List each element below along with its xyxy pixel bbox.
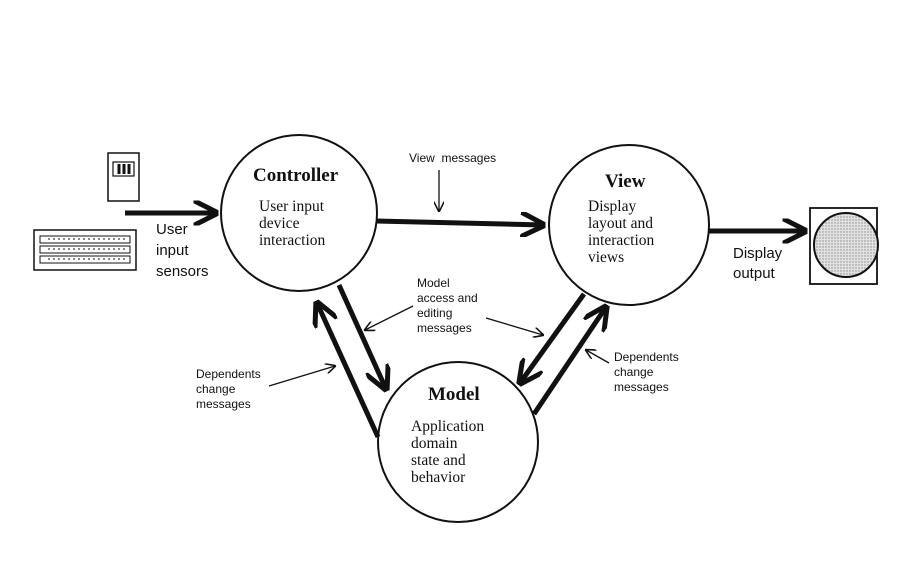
view-title: View: [605, 171, 646, 192]
view-to-model-arrow: [520, 292, 587, 383]
controller-to-model-arrow: [336, 283, 386, 389]
view-line-2: layout and: [588, 215, 653, 232]
dependents-left-pointer: [268, 366, 335, 387]
model-access-line-2: access and: [417, 291, 478, 305]
display-output-line-1: Display: [733, 245, 783, 262]
dependents-right-line-1: Dependents: [614, 350, 679, 364]
view-node: [548, 144, 710, 306]
model-to-controller-arrow: [317, 303, 381, 439]
model-to-view-arrow: [531, 307, 606, 416]
dependents-right-pointer: [586, 350, 610, 364]
mouse-device-icon: [107, 152, 140, 202]
dependents-left-line-1: Dependents: [196, 367, 261, 381]
model-access-line-4: messages: [417, 321, 472, 335]
keyboard-icon: [33, 229, 137, 271]
dependents-right-line-3: messages: [614, 380, 669, 394]
model-line-2: domain: [411, 435, 458, 452]
view-line-3: interaction: [588, 232, 655, 249]
dependents-left-line-3: messages: [196, 397, 251, 411]
model-access-line-1: Model: [417, 276, 450, 290]
model-access-pointer-left: [365, 305, 414, 330]
user-input-line-3: sensors: [156, 263, 209, 280]
user-input-line-2: input: [156, 242, 189, 259]
controller-to-view-arrow: [376, 221, 543, 225]
controller-title: Controller: [253, 165, 339, 186]
view-messages-label: View messages: [409, 151, 496, 165]
controller-node: [220, 134, 378, 292]
display-monitor-icon: [809, 207, 879, 285]
model-access-line-3: editing: [417, 306, 452, 320]
model-access-pointer-right: [485, 317, 543, 335]
dependents-left-line-2: change: [196, 382, 236, 396]
dependents-right-line-2: change: [614, 365, 654, 379]
controller-line-3: interaction: [259, 232, 326, 249]
user-input-line-1: User: [156, 221, 188, 238]
controller-line-2: device: [259, 215, 300, 232]
model-line-1: Application: [411, 418, 484, 435]
model-line-4: behavior: [411, 469, 466, 486]
view-line-4: views: [588, 249, 624, 266]
model-title: Model: [428, 384, 480, 405]
display-output-line-2: output: [733, 265, 776, 282]
model-node: [377, 361, 539, 523]
view-line-1: Display: [588, 198, 636, 215]
model-line-3: state and: [411, 452, 466, 469]
controller-line-1: User input: [259, 198, 325, 215]
